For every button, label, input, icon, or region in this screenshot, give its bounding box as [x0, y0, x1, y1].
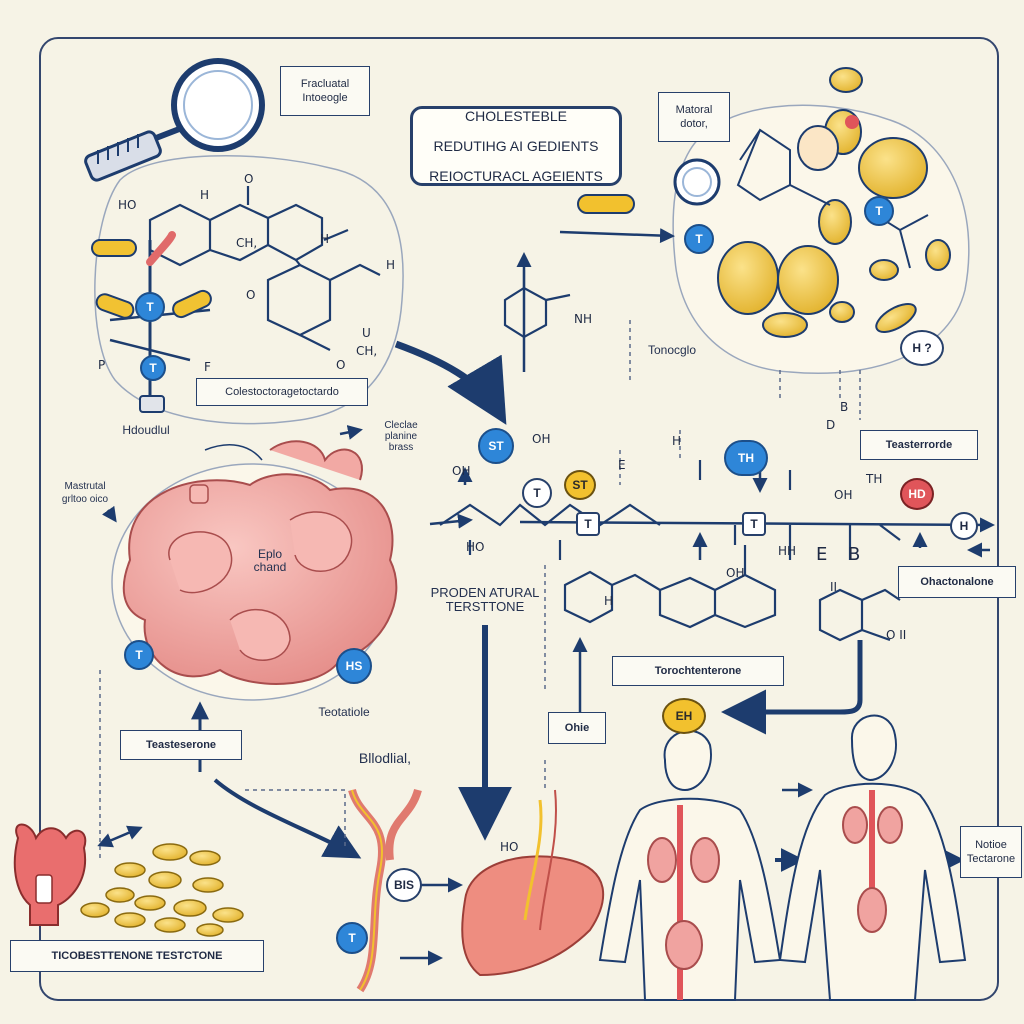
dashed-connectors	[99, 320, 861, 860]
chem-e-2: E	[816, 544, 828, 565]
magnifier-icon	[84, 58, 265, 182]
chem-oh-1: OH	[532, 432, 551, 446]
testis-organ	[13, 823, 87, 926]
human-figure-left	[598, 729, 782, 1001]
t-badge-fat: T	[684, 224, 714, 254]
molecule-caption-box: Colestoctoragetoctardo	[196, 378, 368, 406]
chem-nh: NH	[574, 312, 592, 326]
bottom-left-box: TICOBESTTENONE TESTCTONE	[10, 940, 264, 972]
chem-p: P	[98, 358, 106, 372]
chem-h-3: H	[386, 258, 396, 272]
torochtenterone-box: Torochtenterone	[612, 656, 784, 686]
chem-u: U	[362, 326, 371, 340]
chem-ho-2: HO	[466, 540, 485, 554]
chem-o-2: O	[246, 288, 256, 302]
chem-oh-4: OH	[834, 488, 853, 502]
chem-b: B	[848, 544, 861, 565]
natural-note: Matoral dotor,	[658, 92, 730, 142]
magnifier-note: Fracluatal Intoeogle	[280, 66, 370, 116]
chem-d: D	[826, 418, 836, 432]
ohactonalone-box: Ohactonalone	[898, 566, 1016, 598]
chem-e-1: E	[618, 458, 626, 472]
bloodstream-label: Bllodlial,	[358, 750, 412, 766]
outer-frame	[39, 37, 999, 1001]
t-badge-pathway-3: T	[522, 478, 552, 508]
fat-cells	[673, 67, 951, 338]
tonocglo-label: Tonocglo	[647, 343, 697, 357]
t-badge-gland: T	[124, 640, 154, 670]
pathway-label: PRODEN ATURAL TERSTTONE	[430, 585, 540, 614]
st-yellow-badge: ST	[564, 470, 596, 500]
chem-ho-3: HO	[500, 840, 519, 854]
chem-ii: II	[830, 580, 838, 594]
he-badge: H ?	[900, 330, 944, 366]
chem-f: F	[204, 360, 211, 374]
t-badge-vessel: T	[336, 922, 368, 954]
reduction-line-2: REDUTIHG AI GEDIENTS	[433, 137, 599, 154]
t-badge-fat-right: T	[864, 196, 894, 226]
gland-center-label: Eplo chand	[253, 547, 287, 574]
t-badge-model-top: T	[135, 292, 165, 322]
gland-top-note: Cleclae planine brass	[384, 420, 418, 453]
hdoudlul-label: Hdoudlul	[122, 423, 170, 437]
central-steroid-structure	[439, 270, 901, 642]
fat-pellets	[80, 843, 244, 937]
th-badge: TH	[724, 440, 768, 476]
left-molecule-cloud	[94, 155, 404, 425]
chem-ch3-2: CH,	[356, 344, 378, 358]
chem-oii: O II	[886, 628, 907, 642]
chem-o-3: O	[336, 358, 346, 372]
testicle-label: Teotatiole	[318, 705, 370, 719]
blood-vessel	[348, 788, 422, 993]
chem-h-4: H	[604, 594, 614, 608]
chem-th: TH	[866, 472, 883, 486]
chem-h-2: H	[320, 232, 330, 246]
testosterone-box-right: Teasterrorde	[860, 430, 978, 460]
chem-oh-3: OH	[726, 566, 745, 580]
capsule-pill	[577, 194, 635, 214]
chem-o-1: O	[244, 172, 254, 186]
chem-ho-1: HO	[118, 198, 137, 212]
left-molecule-structure	[148, 186, 381, 351]
ohie-box: Ohie	[548, 712, 606, 744]
h-badge-pathway: H	[950, 512, 978, 540]
hd-badge: HD	[900, 478, 934, 510]
st-badge: ST	[478, 428, 514, 464]
chem-ch3-1: CH,	[236, 236, 258, 250]
hs-badge: HS	[336, 648, 372, 684]
gland-organ	[111, 440, 398, 701]
chem-h-5: H	[672, 434, 682, 448]
human-figure-right	[778, 714, 967, 1001]
bs-badge: BIS	[386, 868, 422, 902]
chem-h-1: H	[200, 188, 210, 202]
chem-hh: HH	[778, 544, 797, 558]
chem-b-2: B	[840, 400, 849, 414]
bottom-right-note: Notioe Tectarone	[960, 826, 1022, 878]
testosterone-left-box: Teasteserone	[120, 730, 242, 760]
gland-note: Mastrutal grltoo oico	[61, 481, 109, 505]
liver-organ	[461, 789, 604, 977]
eh-badge: EH	[662, 698, 706, 734]
reduction-line-1: CHOLESTEBLE	[465, 107, 567, 124]
t-badge-model-bottom: T	[140, 355, 166, 381]
t-badge-pathway-2: T	[742, 512, 766, 536]
chem-oh-2: OH	[452, 464, 471, 478]
reduction-agents-box: CHOLESTEBLE REDUTIHG AI GEDIENTS REIOCTU…	[410, 106, 622, 186]
reduction-line-3: REIOCTURACL AGEIENTS	[429, 167, 603, 184]
t-badge-pathway-1: T	[576, 512, 600, 536]
